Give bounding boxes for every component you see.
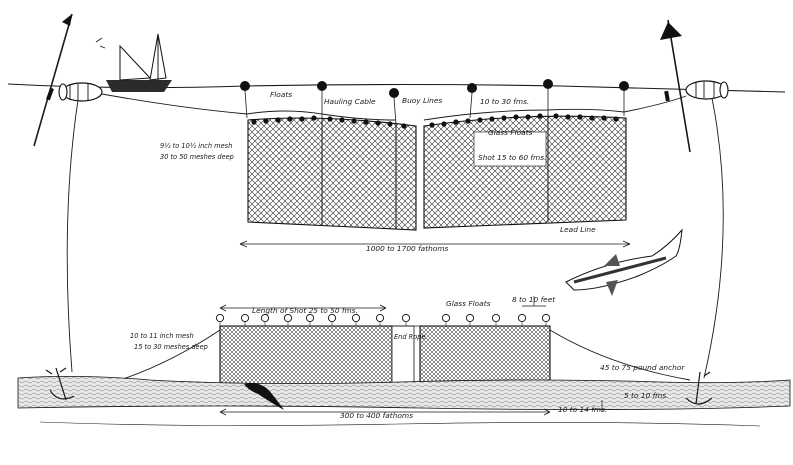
seabed-lower [39, 421, 761, 427]
hauling-cable [101, 93, 687, 121]
label-anchor-line: 5 to 10 fms. [624, 391, 669, 400]
buoy-anchor-lines [66, 97, 724, 379]
length-of-shot-arrow [219, 304, 387, 312]
bottom-glass-floats [215, 313, 551, 327]
label-depth: 10 to 14 fms. [558, 405, 607, 414]
label-bottom-mesh-2: 15 to 30 meshes deep [134, 343, 208, 351]
keg-buoy-icon-right [685, 80, 729, 100]
label-top-shot: Shot 15 to 60 fms. [478, 153, 546, 162]
surface-floats [240, 79, 629, 98]
float-spacing-arrow [522, 296, 546, 307]
label-bottom-mesh-1: 10 to 11 inch mesh [130, 332, 194, 340]
label-length-of-shot: Length of Shot 25 to 50 fms. [252, 306, 358, 315]
label-bottom-net-length: 300 to 400 fathoms [340, 411, 413, 420]
label-top-mesh-1: 9½ to 10½ inch mesh [160, 142, 232, 150]
seabed [17, 376, 791, 410]
top-net-left [247, 117, 417, 231]
label-buoy-lines: Buoy Lines [402, 96, 442, 105]
label-end-rope: End Rope [394, 333, 426, 341]
label-float-spacing: 8 to 10 feet [512, 295, 556, 304]
fishing-boat-icon [95, 33, 172, 92]
shark-icon [565, 228, 683, 296]
label-floats: Floats [270, 90, 292, 99]
keg-buoy-icon-left [58, 82, 103, 102]
anchor-icon-left [45, 367, 75, 401]
label-anchor: 45 to 75 pound anchor [600, 363, 685, 372]
label-top-net-length: 1000 to 1700 fathoms [366, 244, 449, 253]
anchor-icon-right [685, 371, 713, 405]
label-buoy-line-length: 10 to 30 fms. [480, 97, 529, 106]
label-glass-floats-top: Glass Floats [488, 128, 533, 137]
bottom-net-length-arrow [219, 408, 551, 416]
floating-gill-net [247, 113, 627, 231]
fish-silhouette [244, 383, 284, 410]
label-hauling-cable: Hauling Cable [324, 97, 376, 106]
label-glass-floats-bottom: Glass Floats [446, 299, 491, 308]
flag-buoy-icon-right [660, 19, 691, 153]
top-net-length-arrow [239, 240, 631, 248]
label-lead-line: Lead Line [560, 225, 596, 234]
label-top-mesh-2: 30 to 50 meshes deep [160, 153, 234, 161]
flag-buoy-icon-left [33, 13, 73, 147]
